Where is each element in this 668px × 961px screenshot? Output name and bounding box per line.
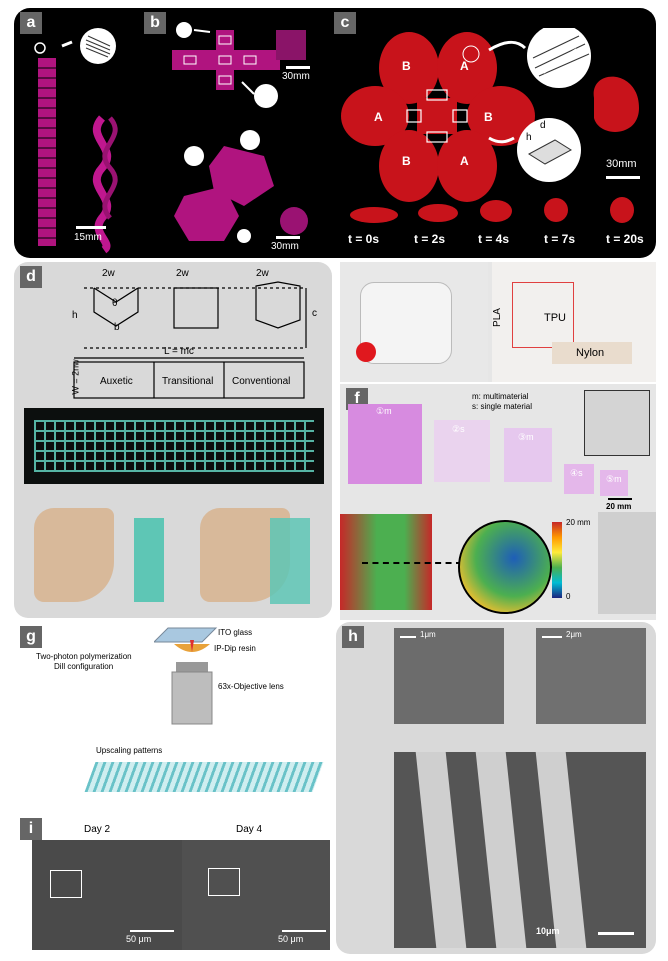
time-label-2: t = 4s <box>478 232 510 246</box>
region-auxetic: Auxetic <box>100 376 133 387</box>
legend-s: s: single material <box>472 402 533 411</box>
cube-2 <box>434 420 490 482</box>
cube-4 <box>564 464 594 494</box>
inset-label-d: d <box>540 120 546 131</box>
region-conventional: Conventional <box>232 376 291 387</box>
inset-label-h: h <box>526 132 532 143</box>
time-label-0: t = 0s <box>348 232 380 246</box>
scale-bar-a <box>76 226 106 229</box>
upscale-label: Upscaling patterns <box>96 746 163 755</box>
petal-label-4: B <box>484 110 493 124</box>
petal-label-5: B <box>402 154 411 168</box>
panel-label-i: i <box>20 818 42 840</box>
compression-inset <box>584 390 650 456</box>
cube-label-3: ③m <box>518 432 534 442</box>
resin-label: IP-Dip resin <box>214 644 256 653</box>
dim-2w-1: 2w <box>102 268 115 279</box>
lattice-photo <box>24 408 324 484</box>
zoom-circle <box>458 520 552 614</box>
scale-bar-c <box>606 176 640 179</box>
W-label: W = 2nw <box>70 359 81 395</box>
petal-label-2: A <box>460 59 469 73</box>
cube-label-1: ①m <box>376 406 392 416</box>
scale-text-b-bottom: 30mm <box>271 241 299 252</box>
scale-text-c: 30mm <box>606 158 637 170</box>
panel-g: g ITO glass IP-Dip resin Two-photon poly… <box>14 622 332 818</box>
panel-label-h: h <box>342 626 364 648</box>
gripper-photo <box>492 262 656 382</box>
scapula-photo-1 <box>24 498 174 608</box>
day2-label: Day 2 <box>84 824 111 835</box>
cube-label-2: ②s <box>452 424 465 434</box>
flower-figure <box>341 28 639 202</box>
theta-label: θ <box>112 298 118 309</box>
scale-bar-b-top <box>286 66 310 69</box>
time-label-1: t = 2s <box>414 232 446 246</box>
cube-1 <box>348 404 422 484</box>
sem-inset-right <box>536 628 646 724</box>
tpp-setup-figure <box>154 627 218 725</box>
sem-inset-left <box>394 628 504 724</box>
dim-2w-3: 2w <box>256 268 269 279</box>
h-label: h <box>72 310 78 321</box>
panel-label-c: c <box>334 12 356 34</box>
c-label: c <box>312 308 317 319</box>
scale-text-h-right: 2μm <box>566 630 582 639</box>
sem-day4 <box>182 840 330 950</box>
pla-label: PLA <box>491 308 503 327</box>
scapula-photo-2 <box>180 498 330 608</box>
scale-text-i2: 50 μm <box>278 934 304 944</box>
cube-label-5: ⑤m <box>606 474 622 484</box>
scale-text-f: 20 mm <box>606 502 632 511</box>
time-label-3: t = 7s <box>544 232 576 246</box>
tpu-label: TPU <box>544 312 566 324</box>
panel-label-b: b <box>144 12 166 34</box>
panel-e: e PLA TPU Nylon <box>340 262 656 382</box>
scale-text-b-top: 30mm <box>282 71 310 82</box>
dim-2w-2: 2w <box>176 268 189 279</box>
time-label-4: t = 20s <box>606 232 644 246</box>
nylon-label: Nylon <box>576 347 605 359</box>
colorbar <box>552 522 562 598</box>
cube-label-4: ④s <box>570 468 583 478</box>
compression-test-photo <box>598 512 656 614</box>
colorbar-min: 0 <box>566 592 571 601</box>
panel-label-g: g <box>20 626 42 648</box>
petal-label-3: A <box>374 110 383 124</box>
day4-label: Day 4 <box>236 824 263 835</box>
petal-label-6: A <box>460 154 469 168</box>
scale-bar-b-bottom <box>276 236 300 239</box>
pattern-array <box>84 762 324 792</box>
panel-d: d 2w 2w 2w θ h b c L = mc W = 2nw Auxeti… <box>14 262 332 618</box>
scale-text-h-main: 10μm <box>536 926 560 936</box>
L-label: L = mc <box>164 346 194 357</box>
region-transitional: Transitional <box>162 376 214 387</box>
flower-time-series <box>350 197 634 223</box>
panel-i: i Day 2 Day 4 50 μm 50 μm <box>14 818 332 952</box>
cube-3 <box>504 428 552 482</box>
robot-hand-photo <box>340 262 488 382</box>
ito-glass-label: ITO glass <box>218 628 253 637</box>
panel-label-a: a <box>20 12 42 34</box>
panel-label-d: d <box>20 266 42 288</box>
scale-text-i1: 50 μm <box>126 934 152 944</box>
b-label: b <box>114 322 120 333</box>
cross-structure-figure <box>172 22 308 243</box>
petal-label-1: B <box>402 59 411 73</box>
tpp-label: Two-photon polymerization <box>36 652 132 661</box>
lens-label: 63x-Objective lens <box>218 682 284 691</box>
cube-5 <box>600 470 628 496</box>
scale-text-h-left: 1μm <box>420 630 436 639</box>
unit-cell-schematic <box>73 281 307 399</box>
legend-m: m: multimaterial <box>472 392 529 401</box>
dill-label: Dill configuration <box>54 662 114 671</box>
panel-h: h 1μm 2μm 10μm <box>336 622 656 954</box>
ladder-figure <box>34 28 118 254</box>
scale-text-a: 15mm <box>74 232 102 243</box>
panel-f: f ①m ②s ③m ④s ⑤m m: multimaterial s: sin… <box>340 384 656 620</box>
panel-abc: a 15mm b <box>14 8 656 258</box>
colorbar-max: 20 mm <box>566 518 591 527</box>
